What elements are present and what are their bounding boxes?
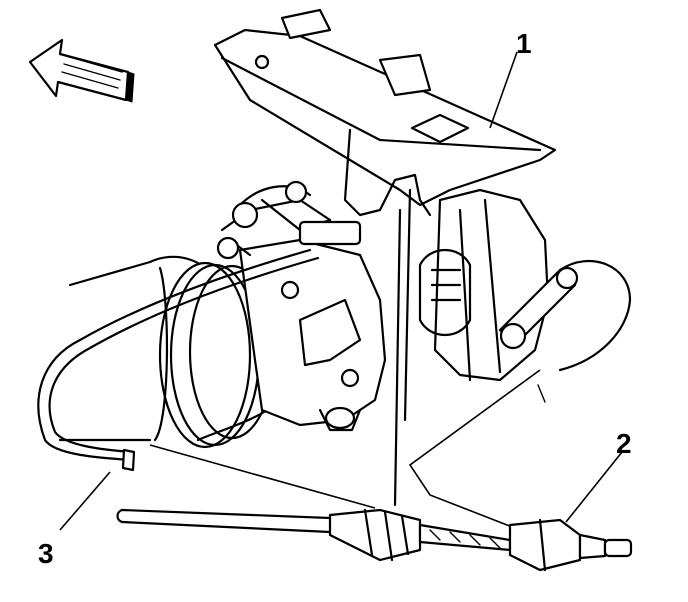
cable-end-fitting: [116, 508, 633, 572]
callout-2: 2: [616, 428, 632, 459]
callout-leaders: [59, 51, 623, 531]
throttle-body: [216, 180, 387, 432]
accelerator-cable: [37, 248, 376, 509]
air-intake-duct: [58, 255, 282, 449]
throttle-lever-assembly: [408, 188, 632, 531]
front-direction-arrow-icon: [28, 38, 135, 103]
accelerator-cable-bracket: [213, 8, 557, 507]
callout-3: 3: [38, 538, 54, 569]
callout-1: 1: [516, 28, 532, 59]
